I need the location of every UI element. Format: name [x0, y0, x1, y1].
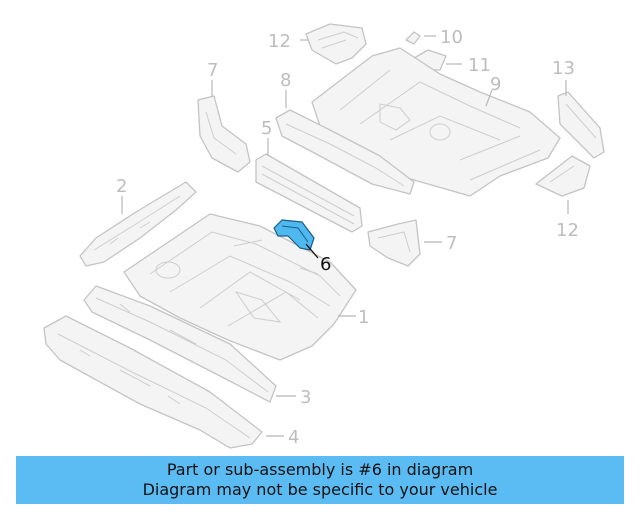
callout-3: 3: [300, 387, 311, 408]
leader-6: [305, 243, 319, 259]
banner-line-1: Part or sub-assembly is #6 in diagram: [166, 460, 474, 479]
part-4-lower-rail: [43, 315, 263, 449]
part-7-right-extension: [367, 219, 421, 267]
part-13-side-bracket: [557, 91, 605, 159]
callout-1: 1: [358, 307, 369, 328]
callout-9: 9: [490, 74, 501, 95]
part-2-side-member: [79, 181, 197, 267]
banner-line-2: Diagram may not be specific to your vehi…: [142, 480, 498, 499]
callout-11: 11: [468, 55, 491, 76]
part-7-left-extension: [197, 95, 251, 173]
callout-4: 4: [288, 427, 299, 448]
callout-10: 10: [440, 27, 463, 48]
part-10-clip: [405, 31, 421, 45]
part-3-rail: [83, 285, 277, 403]
info-banner: Part or sub-assembly is #6 in diagram Di…: [16, 456, 624, 504]
callout-6: 6: [320, 254, 331, 275]
callout-8: 8: [280, 70, 291, 91]
part-6-highlighted-bracket: [273, 219, 315, 251]
callout-12-lower: 12: [556, 220, 579, 241]
callout-7-right: 7: [446, 233, 457, 254]
callout-2: 2: [116, 176, 127, 197]
part-12-lower-bracket: [535, 155, 591, 197]
part-1-front-floor-pan: [123, 213, 357, 361]
part-5-cross-member: [255, 153, 363, 233]
leader-9: [485, 89, 493, 107]
part-12-top-bracket: [305, 23, 367, 65]
callout-12-top: 12: [268, 31, 291, 52]
callout-5: 5: [261, 118, 272, 139]
callout-7-left: 7: [207, 60, 218, 81]
part-8-member: [275, 109, 415, 195]
callout-13: 13: [552, 58, 575, 79]
